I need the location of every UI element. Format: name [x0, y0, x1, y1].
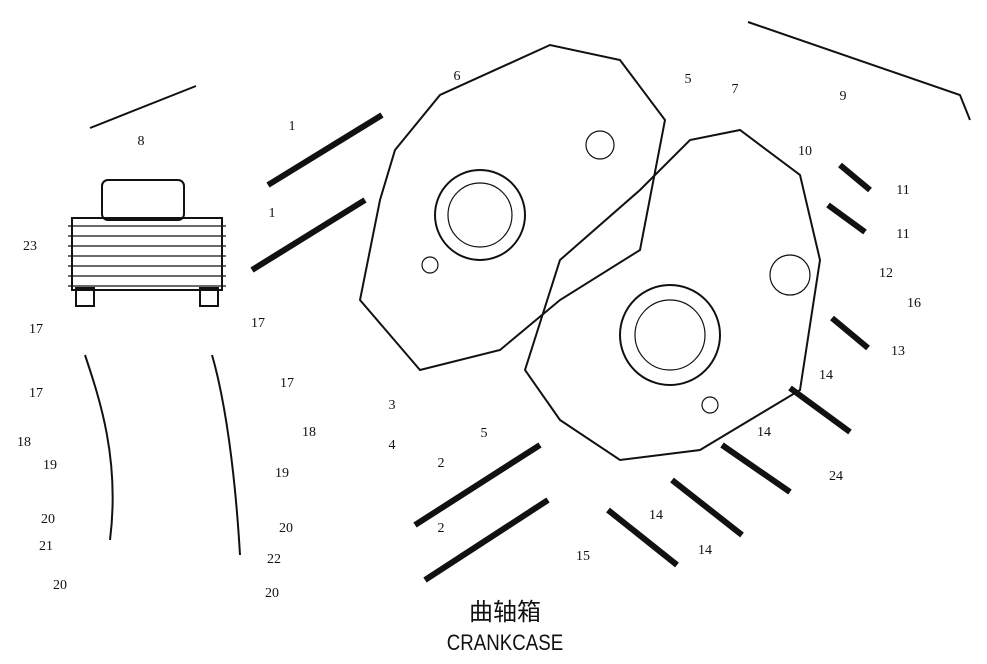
callout-bolt: 19 — [275, 466, 289, 481]
callout-bolt: 11 — [896, 183, 909, 198]
callout-washer: 24 — [829, 469, 843, 484]
callout-bolt: 11 — [896, 227, 909, 242]
callout-nut: 17 — [29, 322, 43, 337]
callout-stud-bolt: 2 — [438, 521, 445, 536]
callout-nut: 17 — [280, 376, 294, 391]
callout-washer: 20 — [279, 521, 293, 536]
callout-bolt: 13 — [891, 344, 905, 359]
callout-stud-bolt: 1 — [269, 206, 276, 221]
callout-bolt: 14 — [649, 508, 663, 523]
callout-oil-hose: 21 — [39, 539, 53, 554]
callout-dowel-pin: 5 — [481, 426, 488, 441]
callout-left-crankcase: 6 — [454, 69, 461, 84]
callout-washer: 20 — [265, 586, 279, 601]
callout-rod: 8 — [138, 134, 145, 149]
callout-stud-bolt: 1 — [289, 119, 296, 134]
callout-stud-bolt: 2 — [438, 456, 445, 471]
callout-washer: 20 — [41, 512, 55, 527]
stud-bolt-drawing — [670, 477, 744, 538]
callout-nut: 17 — [29, 386, 43, 401]
stud-bolt-drawing — [606, 507, 679, 568]
stud-bolt-drawing — [826, 202, 867, 235]
breather-tube-drawing — [747, 21, 971, 121]
stud-bolt-drawing — [413, 442, 542, 528]
title-english: CRANKCASE — [446, 630, 564, 655]
callout-clip: 15 — [576, 549, 590, 564]
callout-bolt: 18 — [302, 425, 316, 440]
hose-left-drawing — [84, 354, 114, 541]
callout-bolt: 14 — [757, 425, 771, 440]
callout-bolt: 18 — [17, 435, 31, 450]
callout-right-crankcase: 7 — [732, 82, 739, 97]
callout-nut: 3 — [389, 398, 396, 413]
callout-dowel-pin: 5 — [685, 72, 692, 87]
oil-cooler-drawing — [68, 179, 226, 307]
stud-bolt-drawing — [423, 497, 550, 583]
callout-breather-tube: 9 — [840, 89, 847, 104]
callout-bolt: 14 — [698, 543, 712, 558]
stud-bolt-drawing — [266, 112, 384, 188]
callout-oil-hose: 22 — [267, 552, 281, 567]
callout-nut: 17 — [251, 316, 265, 331]
callout-bolt: 14 — [819, 368, 833, 383]
stud-bolt-drawing — [788, 385, 852, 435]
callout-seal: 16 — [907, 296, 921, 311]
stud-bolt-drawing — [720, 442, 792, 495]
callout-oil-cooler: 23 — [23, 239, 37, 254]
callout-bolt: 19 — [43, 458, 57, 473]
stud-bolt-drawing — [830, 315, 870, 351]
callout-gasket: 10 — [798, 144, 812, 159]
rod-drawing — [89, 85, 197, 129]
stud-bolt-drawing — [838, 162, 872, 193]
callout-washer: 20 — [53, 578, 67, 593]
title-chinese: 曲轴箱 — [469, 598, 541, 626]
hose-right-drawing — [211, 354, 241, 556]
left-crankcase-drawing — [358, 43, 667, 372]
right-crankcase-drawing — [523, 128, 822, 462]
stud-bolt-drawing — [250, 197, 367, 273]
callout-clip: 12 — [879, 266, 893, 281]
callout-valve: 4 — [389, 438, 396, 453]
